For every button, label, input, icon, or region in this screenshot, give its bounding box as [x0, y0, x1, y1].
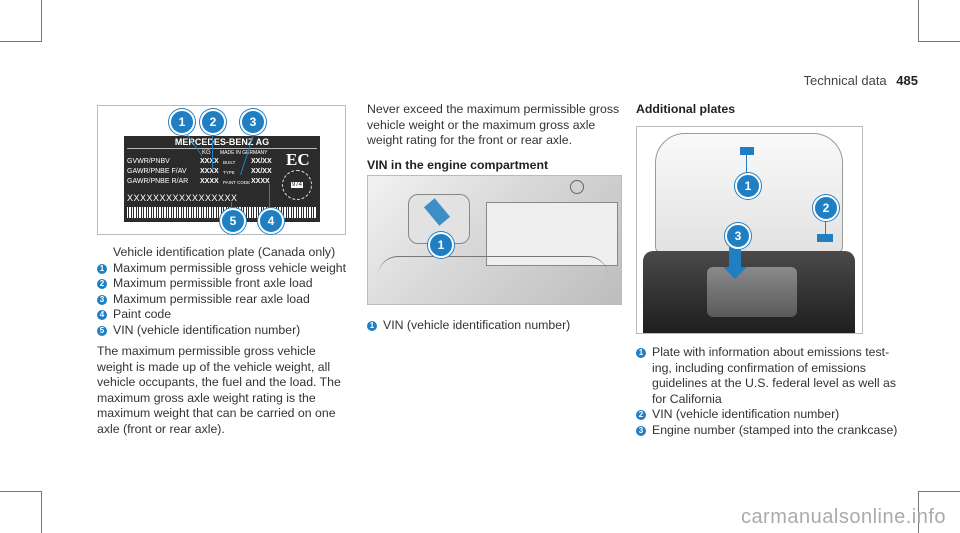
crop-mark — [41, 491, 42, 533]
bullet-number: 1 — [97, 263, 107, 274]
page-number: 485 — [896, 73, 918, 88]
emissions-plate-marker — [740, 147, 754, 155]
bullet-number: 2 — [97, 279, 107, 289]
mercedes-star-icon — [570, 180, 584, 194]
plate-brand: MERCEDES-BENZ AG — [174, 137, 270, 147]
callout-1: 1 — [428, 232, 454, 258]
body-paragraph: Never exceed the maximum permissible gro… — [367, 102, 620, 147]
bullet-number: 4 — [97, 310, 107, 320]
engine-vin-figure: 1 — [367, 175, 622, 305]
crop-mark — [0, 491, 42, 492]
page-header: Technical data 485 — [804, 73, 918, 88]
bullet-number: 1 — [636, 348, 646, 358]
section-heading: Additional plates — [636, 102, 736, 116]
callout-1: 1 — [735, 173, 761, 199]
crop-mark — [918, 0, 919, 42]
engine-number-arrow-icon — [729, 247, 741, 267]
bullet-number: 1 — [367, 321, 377, 331]
id-plate: MERCEDES-BENZ AG KG MADE IN GERMANY GVWR… — [124, 136, 320, 222]
figure-caption: Vehicle identification plate (Canada onl… — [113, 245, 336, 259]
crop-mark — [41, 0, 42, 42]
callout-2: 2 — [813, 195, 839, 221]
bullet-number: 2 — [636, 410, 646, 420]
crop-mark — [918, 491, 960, 492]
callout-4: 4 — [258, 208, 284, 234]
crop-mark — [918, 41, 960, 42]
middle-column: Never exceed the maximum permissible gro… — [367, 102, 621, 173]
watermark: carmanualsonline.info — [740, 506, 946, 528]
plate-row: GAWR/PNBE R/AR XXXX PAINT CODE XXXX — [127, 178, 270, 185]
plate-figure: MERCEDES-BENZ AG KG MADE IN GERMANY GVWR… — [97, 105, 346, 235]
leader-line — [746, 155, 747, 173]
crop-mark — [0, 41, 42, 42]
plate-kg: KG — [202, 150, 211, 156]
bullet-number: 3 — [636, 425, 646, 436]
plate-ec: EC — [286, 150, 310, 169]
plate-row: GVWR/PNBV XXXX BUILT XX/XX — [127, 158, 272, 165]
leader-line — [269, 184, 270, 210]
vin-marker — [817, 234, 833, 242]
maple-seal-icon: 974 — [282, 170, 312, 200]
bullet-number: 3 — [97, 294, 107, 305]
left-column: Vehicle identification plate (Canada onl… — [97, 245, 347, 437]
bullet-number: 5 — [97, 325, 107, 336]
callout-1: 1 — [169, 109, 195, 135]
leader-line — [212, 135, 213, 170]
leader-line — [231, 202, 232, 212]
engine-cover — [707, 267, 797, 317]
callout-3: 3 — [240, 109, 266, 135]
callout-3: 3 — [725, 223, 751, 249]
crop-mark — [918, 491, 919, 533]
callout-5: 5 — [220, 208, 246, 234]
additional-plates-figure: 1 2 3 — [636, 126, 863, 334]
plate-made-in: MADE IN GERMANY — [220, 150, 268, 156]
leader-line — [825, 219, 826, 235]
right-column: Additional plates — [636, 102, 896, 118]
plate-vin: XXXXXXXXXXXXXXXXX — [127, 193, 238, 203]
callout-2: 2 — [200, 109, 226, 135]
section-heading: VIN in the engine compartment — [367, 157, 549, 172]
section-title: Technical data — [803, 73, 887, 88]
plate-row: GAWR/PNBE F/AV XXXX TYPE XX/XX — [127, 168, 272, 175]
body-paragraph: The maximum permissible gross vehicle we… — [97, 344, 341, 436]
